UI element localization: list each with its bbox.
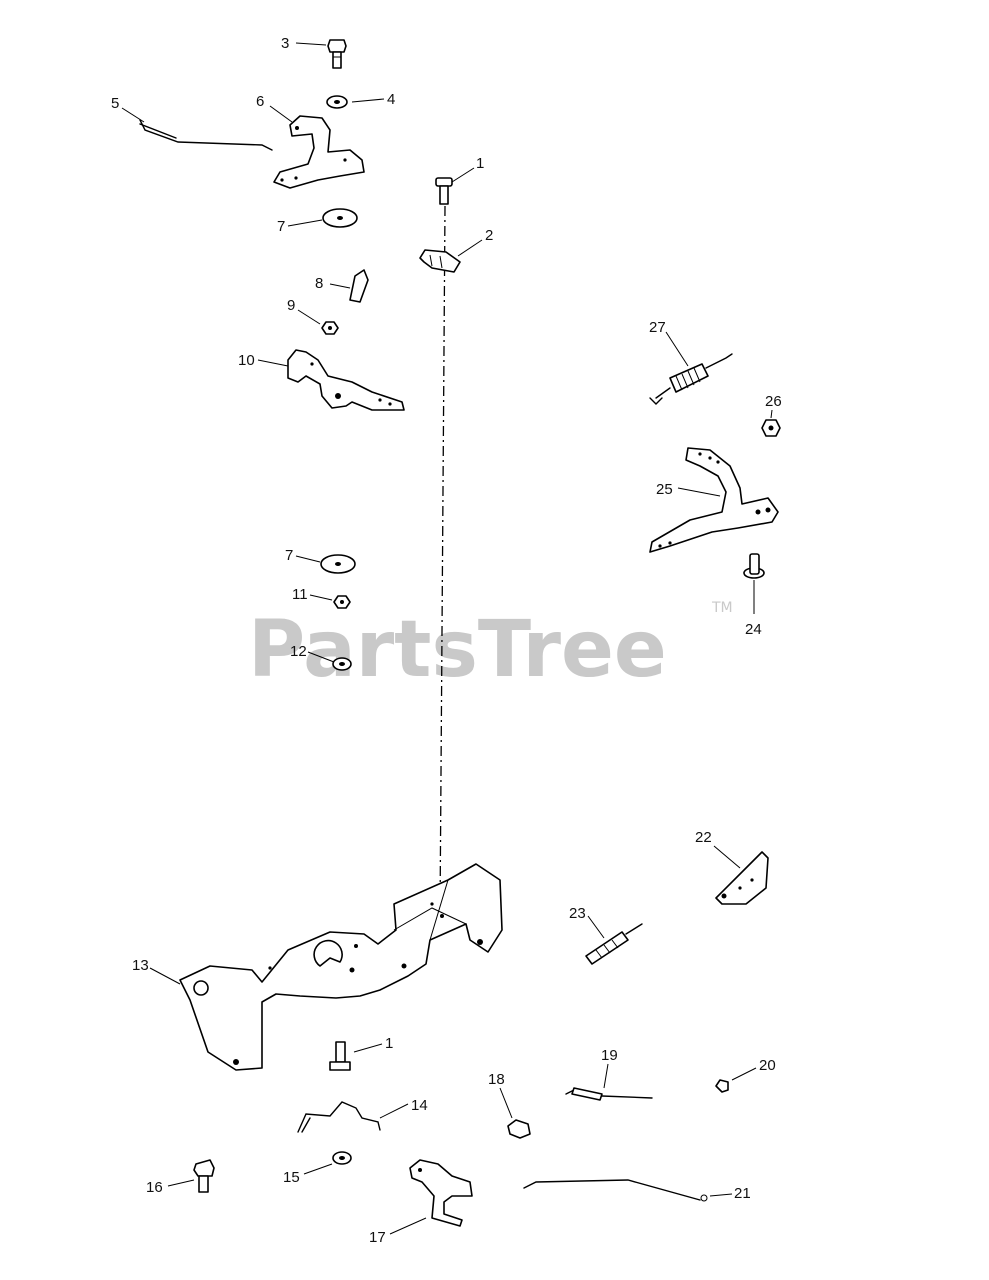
part-20-nut[interactable]: [715, 1079, 729, 1093]
callout-1-top[interactable]: 1: [476, 155, 484, 172]
callout-25[interactable]: 25: [656, 481, 673, 498]
callout-14[interactable]: 14: [411, 1097, 428, 1114]
part-8-bolt[interactable]: [349, 269, 369, 303]
part-7-washer-top[interactable]: [322, 208, 358, 228]
part-6-lever[interactable]: [273, 115, 365, 189]
part-7-washer-lower[interactable]: [320, 554, 356, 574]
callout-20[interactable]: 20: [759, 1057, 776, 1074]
callout-7-top[interactable]: 7: [277, 218, 285, 235]
part-25-bracket[interactable]: [649, 447, 779, 553]
callout-19[interactable]: 19: [601, 1047, 618, 1064]
callout-labels: 1 1 2 3 4 5 6 7 7 8 9 10 11 12 13 14 15 …: [111, 35, 782, 1246]
callout-11[interactable]: 11: [292, 586, 308, 603]
part-19-link[interactable]: [565, 1087, 653, 1101]
part-22-plate[interactable]: [715, 851, 769, 905]
callout-21[interactable]: 21: [734, 1185, 751, 1202]
part-18-clip[interactable]: [507, 1119, 531, 1139]
part-24-screw[interactable]: [743, 553, 765, 579]
callout-12[interactable]: 12: [290, 643, 307, 660]
part-2-clip[interactable]: [419, 249, 461, 273]
part-3-bolt[interactable]: [327, 39, 347, 69]
part-13-engine-plate[interactable]: [179, 863, 503, 1071]
callout-24[interactable]: 24: [745, 621, 762, 638]
part-26-nut[interactable]: [761, 419, 781, 437]
callout-1-lower[interactable]: 1: [385, 1035, 393, 1052]
part-9-nut[interactable]: [321, 321, 339, 335]
callout-3[interactable]: 3: [281, 35, 289, 52]
watermark-brand: PartsTree: [248, 605, 667, 695]
callout-16[interactable]: 16: [146, 1179, 163, 1196]
callout-6[interactable]: 6: [256, 93, 264, 110]
part-17-bracket[interactable]: [409, 1159, 473, 1227]
callout-22[interactable]: 22: [695, 829, 712, 846]
part-15-nut[interactable]: [332, 1151, 352, 1165]
part-12-nut[interactable]: [332, 657, 352, 671]
callout-9[interactable]: 9: [287, 297, 295, 314]
callout-27[interactable]: 27: [649, 319, 666, 336]
part-4-washer[interactable]: [326, 95, 348, 109]
part-16-bolt[interactable]: [193, 1159, 215, 1193]
callout-18[interactable]: 18: [488, 1071, 505, 1088]
leader-lines: [121, 42, 773, 1235]
part-14-spring-clip[interactable]: [297, 1101, 381, 1133]
part-1-screw-top[interactable]: [435, 177, 453, 205]
part-5-rod[interactable]: [139, 119, 273, 151]
callout-26[interactable]: 26: [765, 393, 782, 410]
part-27-spring[interactable]: [649, 353, 733, 405]
callout-5[interactable]: 5: [111, 95, 119, 112]
callout-4[interactable]: 4: [387, 91, 395, 108]
callout-17[interactable]: 17: [369, 1229, 386, 1246]
part-23-spring[interactable]: [585, 923, 643, 965]
part-10-lever[interactable]: [287, 349, 405, 411]
callout-23[interactable]: 23: [569, 905, 586, 922]
watermark-tm: TM: [711, 600, 733, 616]
callout-15[interactable]: 15: [283, 1169, 300, 1186]
part-11-nut[interactable]: [333, 595, 351, 609]
callout-2[interactable]: 2: [485, 227, 493, 244]
callout-8[interactable]: 8: [315, 275, 323, 292]
callout-13[interactable]: 13: [132, 957, 149, 974]
callout-7-lower[interactable]: 7: [285, 547, 293, 564]
part-1-screw-lower[interactable]: [329, 1041, 351, 1071]
callout-10[interactable]: 10: [238, 352, 255, 369]
assembly-centerline: [439, 205, 446, 916]
part-21-rod[interactable]: [523, 1179, 708, 1202]
